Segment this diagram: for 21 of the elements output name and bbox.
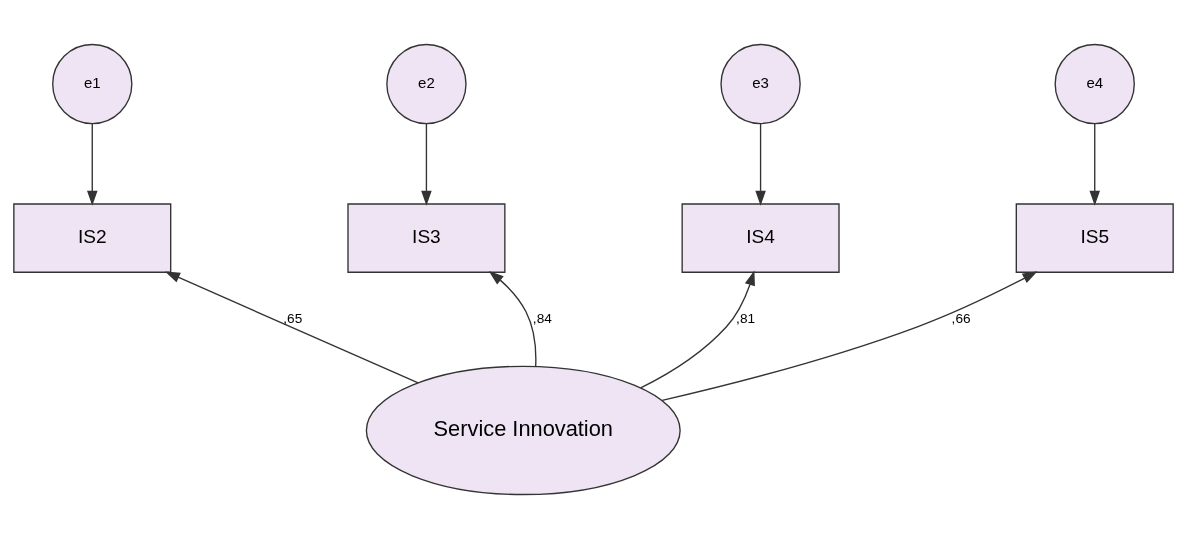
- node-circle: e1: [52, 43, 133, 124]
- edge-label: ,66: [951, 310, 971, 326]
- node-circle: e2: [386, 43, 467, 124]
- edge-label: ,84: [532, 310, 552, 326]
- arrow: [661, 270, 1038, 401]
- node-circle: e3: [720, 43, 801, 124]
- edge-label: ,65: [283, 310, 303, 326]
- node-box: IS2: [13, 202, 172, 273]
- arrow: [1089, 122, 1100, 206]
- arrow: [87, 122, 98, 206]
- arrow: [421, 122, 432, 206]
- node-box: IS4: [681, 202, 840, 273]
- edge-label: ,81: [736, 310, 756, 326]
- node-box: IS5: [1015, 202, 1174, 273]
- arrow: [488, 270, 537, 367]
- arrow: [755, 122, 766, 206]
- arrow: [164, 270, 419, 383]
- arrow: [640, 269, 755, 389]
- node-circle: e4: [1054, 43, 1135, 124]
- node-box: IS3: [347, 202, 506, 273]
- node-ellipse: Service Innovation: [365, 365, 681, 495]
